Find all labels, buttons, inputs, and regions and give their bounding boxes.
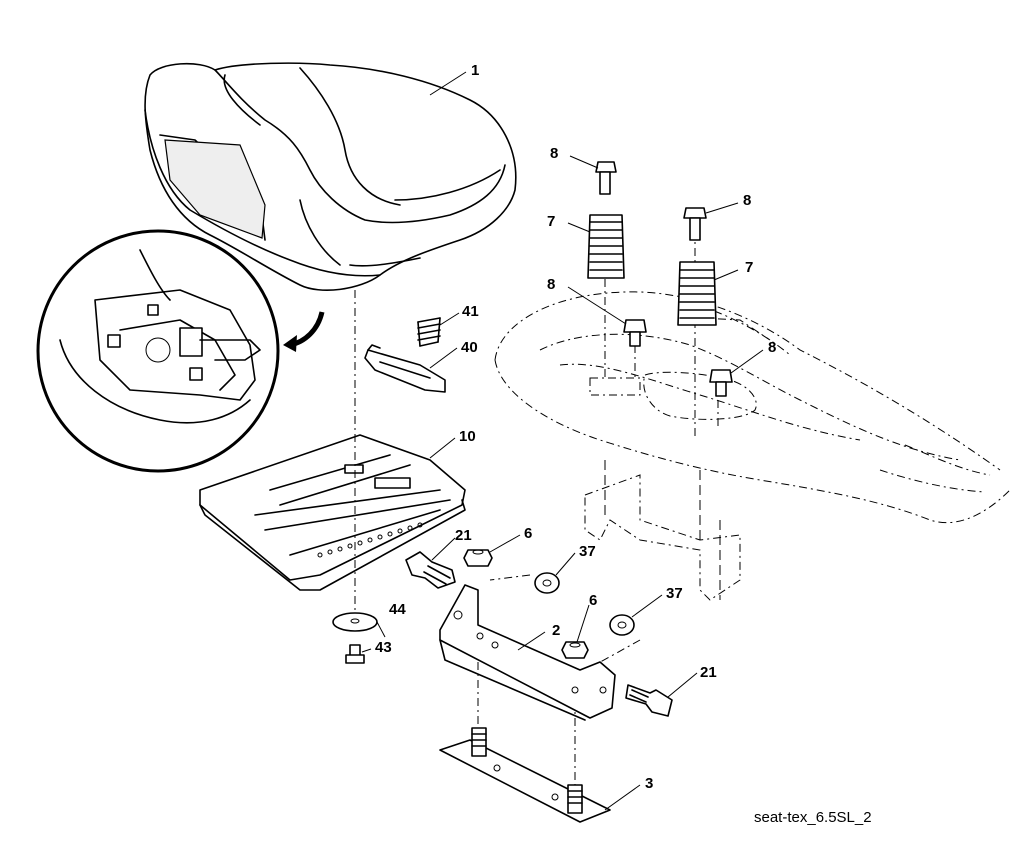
plate-3 <box>439 727 611 823</box>
seat-part <box>144 62 517 291</box>
part-label-44: 44 <box>389 601 406 618</box>
bolt-8-c <box>623 319 647 347</box>
bolt-21-right <box>625 684 673 717</box>
part-label-7: 7 <box>745 259 754 276</box>
leader-lines <box>361 71 764 811</box>
bolt-21-left <box>405 551 456 589</box>
part-label-43: 43 <box>375 639 392 656</box>
part-label-8: 8 <box>547 276 556 293</box>
part-label-6: 6 <box>524 525 533 542</box>
part-label-40: 40 <box>461 339 478 356</box>
bolt-43 <box>345 644 365 664</box>
bolt-8-b <box>683 207 707 241</box>
part-label-3: 3 <box>645 775 654 792</box>
part-label-21: 21 <box>455 527 472 544</box>
latch-40 <box>364 344 446 393</box>
part-label-7: 7 <box>547 213 556 230</box>
bolt-8-a <box>595 161 617 195</box>
nut-6-lower <box>561 641 589 659</box>
spacer-37-lower <box>609 614 635 636</box>
part-label-8: 8 <box>550 145 559 162</box>
seat-pan-10 <box>199 434 466 591</box>
diagram-caption: seat-tex_6.5SL_2 <box>754 809 872 826</box>
part-label-41: 41 <box>462 303 479 320</box>
part-label-1: 1 <box>471 62 480 79</box>
bolt-8-d <box>709 369 733 397</box>
spring-41 <box>417 317 441 347</box>
spring-7-b <box>677 261 717 326</box>
part-label-37: 37 <box>579 543 596 560</box>
frame-bracket-phantom <box>584 460 741 601</box>
part-label-8: 8 <box>743 192 752 209</box>
tractor-fender-phantom <box>494 291 1011 524</box>
part-label-37: 37 <box>666 585 683 602</box>
bracket-2 <box>439 584 616 721</box>
nut-6-top <box>463 549 493 567</box>
spacer-37-top <box>534 572 560 594</box>
detail-inset <box>36 229 325 473</box>
washer-44 <box>332 612 378 632</box>
part-label-21: 21 <box>700 664 717 681</box>
part-label-6: 6 <box>589 592 598 609</box>
spring-7-a <box>587 214 625 279</box>
part-label-10: 10 <box>459 428 476 445</box>
part-label-2: 2 <box>552 622 561 639</box>
part-label-8: 8 <box>768 339 777 356</box>
